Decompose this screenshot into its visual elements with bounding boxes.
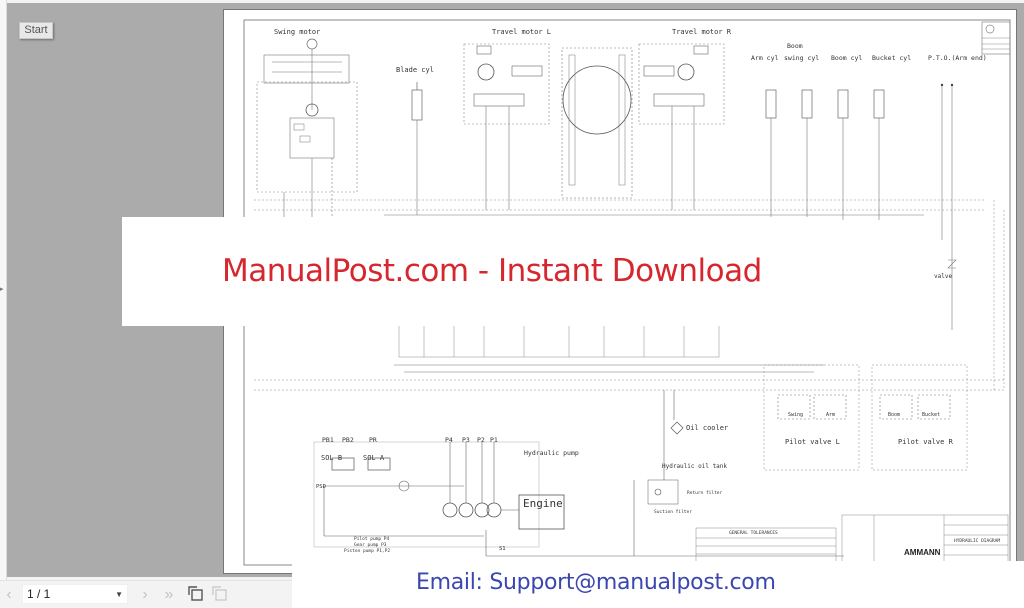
label-hydraulic-pump: Hydraulic pump bbox=[524, 449, 579, 457]
two-page-view-icon[interactable] bbox=[211, 585, 229, 603]
label-suction-filter: Suction filter bbox=[654, 509, 692, 515]
label-arm-cyl: Arm cyl bbox=[751, 54, 778, 62]
label-p3: P3 bbox=[462, 436, 470, 444]
chevron-down-icon: ▼ bbox=[115, 590, 123, 599]
label-bucket-cyl: Bucket cyl bbox=[872, 54, 911, 62]
start-button[interactable]: Start bbox=[19, 22, 53, 39]
label-piston-pump: Piston pump P1,P2 bbox=[344, 548, 390, 554]
label-boom: Boom bbox=[888, 412, 900, 418]
prev-page-button[interactable]: ‹ bbox=[6, 586, 12, 603]
label-p1: P1 bbox=[490, 436, 498, 444]
label-boom-swing-1: Boom bbox=[787, 42, 803, 50]
label-psd: PSD bbox=[316, 484, 326, 490]
label-hydraulic-oil-tank: Hydraulic oil tank bbox=[662, 463, 727, 470]
label-pilot-valve-l: Pilot valve L bbox=[785, 438, 840, 446]
label-travel-motor-r: Travel motor R bbox=[672, 28, 732, 36]
ammann-logo: AMMANN bbox=[904, 548, 941, 557]
label-pb2: PB2 bbox=[342, 436, 354, 444]
label-boom-cyl: Boom cyl bbox=[831, 54, 862, 62]
page-selector-value: 1 / 1 bbox=[27, 587, 51, 601]
expand-sidebar-icon[interactable]: ▸ bbox=[0, 286, 4, 293]
hydraulic-schematic: Swing motor Blade cyl Travel motor L bbox=[243, 19, 1011, 567]
label-pilot-valve-r: Pilot valve R bbox=[898, 438, 954, 446]
label-p2: P2 bbox=[477, 436, 485, 444]
support-email-text: Email: Support@manualpost.com bbox=[416, 570, 776, 595]
label-valve: valve bbox=[934, 273, 952, 280]
title-block-top bbox=[981, 21, 1011, 55]
label-drawing-title: HYDRAULIC DIAGRAM bbox=[954, 538, 1000, 544]
next-page-button[interactable]: › bbox=[142, 586, 148, 603]
last-page-button[interactable]: » bbox=[164, 586, 174, 603]
label-gear-pump: Gear pump P3 bbox=[354, 542, 387, 548]
label-pr: PR bbox=[369, 436, 377, 444]
label-sol-b: SOL B bbox=[321, 454, 342, 462]
label-travel-motor-l: Travel motor L bbox=[492, 28, 551, 36]
label-return-filter: Return filter bbox=[687, 490, 723, 496]
watermark-banner: ManualPost.com - Instant Download bbox=[122, 217, 824, 326]
label-general-tolerances: GENERAL TOLERANCES bbox=[729, 530, 778, 536]
label-pto: P.T.O.(Arm end) bbox=[928, 54, 987, 62]
label-engine: Engine bbox=[523, 497, 563, 510]
label-boom-swing-2: swing cyl bbox=[784, 54, 819, 62]
label-swing-motor: Swing motor bbox=[274, 28, 320, 36]
sidebar-toggle-strip[interactable]: ▸ bbox=[0, 0, 7, 580]
label-p4: P4 bbox=[445, 436, 453, 444]
label-s1: S1 bbox=[499, 546, 506, 552]
label-oil-cooler: Oil cooler bbox=[686, 424, 728, 432]
label-pb1: PB1 bbox=[322, 436, 334, 444]
label-swing: Swing bbox=[788, 412, 803, 418]
label-pilot-pump: Pilot pump P4 bbox=[354, 536, 390, 542]
single-page-view-icon[interactable] bbox=[187, 585, 205, 603]
email-watermark: Email: Support@manualpost.com bbox=[292, 561, 1024, 608]
page-selector[interactable]: 1 / 1 ▼ bbox=[22, 584, 128, 604]
label-blade-cyl: Blade cyl bbox=[396, 66, 434, 74]
watermark-text: ManualPost.com - Instant Download bbox=[222, 253, 762, 289]
label-bucket: Bucket bbox=[922, 412, 940, 418]
label-arm: Arm bbox=[826, 412, 835, 418]
